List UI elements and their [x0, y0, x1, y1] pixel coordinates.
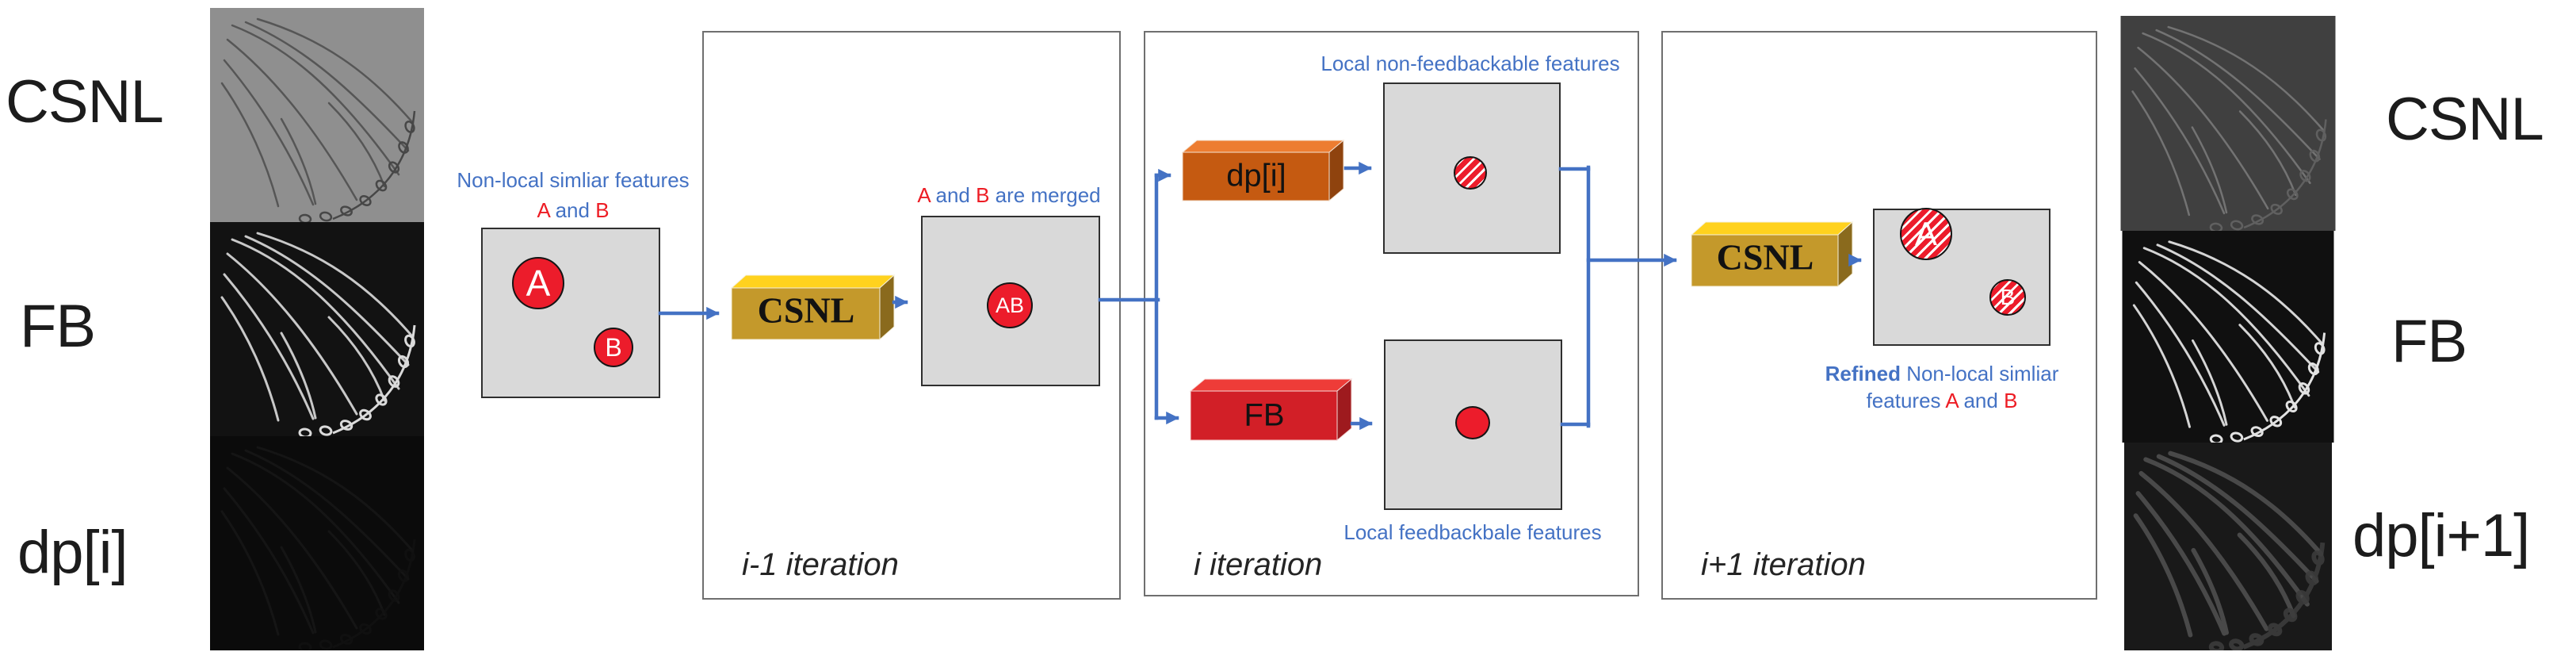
feedbackable-circle [1455, 406, 1490, 439]
svg-text:dp[i]: dp[i] [1226, 159, 1286, 194]
right-label-fb: FB [2391, 307, 2467, 375]
csnl-feature-map-left [210, 8, 424, 222]
left-label-dp: dp[i] [17, 518, 128, 586]
merged-circle-ab: AB [987, 282, 1033, 328]
csnl-block-next: CSNL [1690, 220, 1854, 288]
merged-caption: A and B are merged [917, 183, 1101, 208]
left-label-csnl: CSNL [6, 67, 164, 136]
feature-circle-b: B [594, 328, 633, 367]
non-feedbackable-circle [1454, 156, 1487, 190]
dp-block: dp[i] [1181, 139, 1345, 202]
container-iter-next [1661, 31, 2097, 600]
refined-caption-line1: Refined Non-local simliar [1825, 362, 2059, 386]
svg-text:CSNL: CSNL [758, 290, 855, 331]
csnl-block-prev: CSNL [730, 274, 896, 341]
svg-text:FB: FB [1244, 398, 1284, 433]
right-label-csnl: CSNL [2386, 85, 2544, 153]
local-top-caption: Local non-feedbackable features [1320, 52, 1620, 76]
fb-feature-map-right [2122, 231, 2334, 443]
label-iter-next: i+1 iteration [1701, 547, 1866, 582]
dp-i-plus-1-feature-map-right [2124, 443, 2332, 650]
dp-i-feature-map-left [210, 436, 424, 650]
stage1-caption-line1: Non-local simliar features [457, 168, 690, 193]
local-bottom-caption: Local feedbackbale features [1343, 520, 1602, 545]
refined-caption-line2: features A and B [1866, 389, 2018, 413]
fb-feature-map-left [210, 222, 424, 436]
csnl-feature-map-right [2120, 16, 2336, 231]
left-label-fb: FB [20, 292, 96, 360]
feature-circle-a: A [512, 257, 564, 309]
right-label-dp: dp[i+1] [2352, 501, 2530, 569]
fb-block: FB [1189, 378, 1353, 442]
refined-circle-b: B [1989, 279, 2026, 316]
stage1-caption-line2: A and B [537, 198, 610, 223]
container-iter-curr [1144, 31, 1639, 596]
label-iter-prev: i-1 iteration [742, 547, 899, 582]
svg-text:CSNL: CSNL [1717, 237, 1814, 278]
features-box-ab [481, 228, 660, 398]
refined-circle-a: A [1900, 208, 1952, 260]
container-iter-prev [702, 31, 1121, 600]
label-iter-curr: i iteration [1194, 547, 1323, 582]
